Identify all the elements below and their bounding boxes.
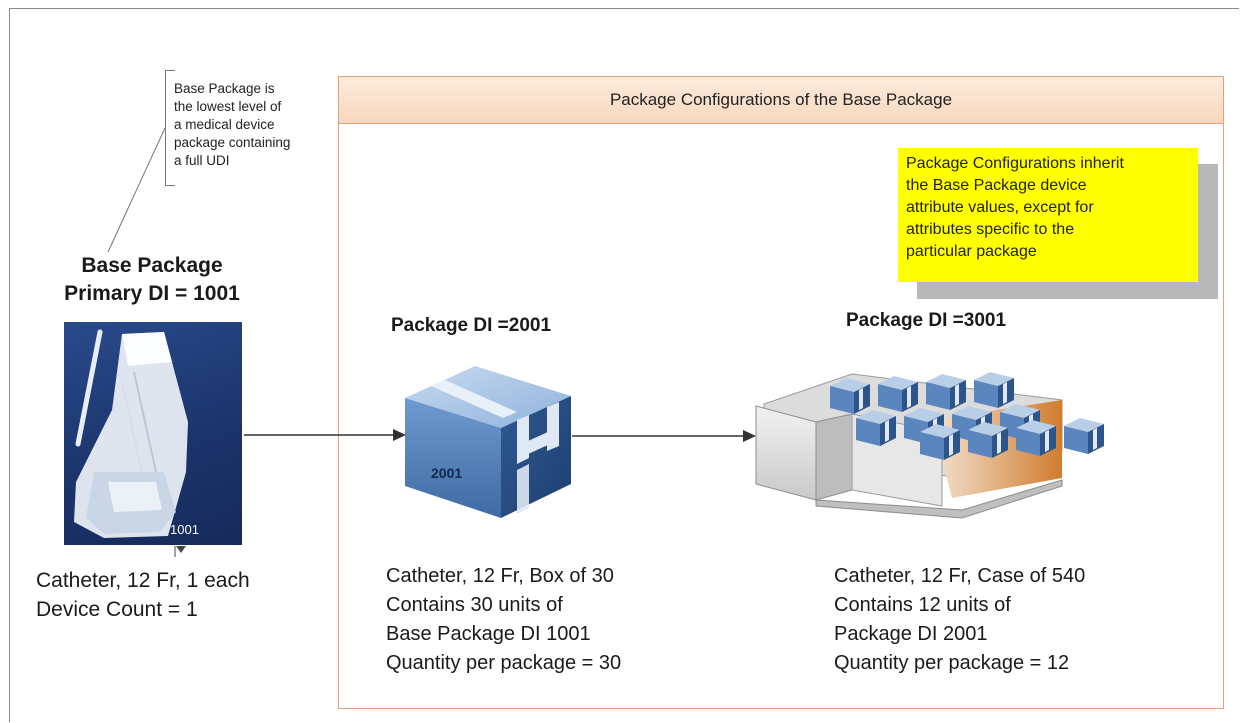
desc-line: Base Package DI 1001: [386, 623, 591, 645]
case-small-box: [878, 376, 918, 412]
desc-line: Catheter, 12 Fr, Case of 540: [834, 565, 1086, 587]
base-package-photo-label: 1001: [170, 522, 199, 537]
note-line: Package Configurations inherit: [906, 155, 1124, 172]
note-line: Base Package is: [174, 81, 275, 96]
desc-line: Contains 30 units of: [386, 594, 563, 616]
desc-line: Package DI 2001: [834, 623, 988, 645]
note-line: package containing: [174, 135, 291, 150]
package-3001-title: Package DI =3001: [846, 310, 1007, 331]
desc-line: Quantity per package = 30: [386, 652, 622, 674]
case-small-box: [1016, 420, 1056, 456]
box-2001-label: 2001: [431, 465, 462, 481]
desc-line: Catheter, 12 Fr, 1 each: [36, 569, 250, 592]
note-leader-line: [107, 127, 166, 253]
base-primary-di: Primary DI = 1001: [64, 282, 240, 305]
note-line: a full UDI: [174, 153, 230, 168]
case-3001-boxes: [830, 372, 1104, 460]
note-line: attributes specific to the: [906, 221, 1075, 238]
note-line: the lowest level of: [174, 99, 282, 114]
package-2001-title: Package DI =2001: [391, 315, 552, 336]
note-line: particular package: [906, 243, 1037, 260]
base-package-description: Catheter, 12 Fr, 1 each Device Count = 1: [36, 566, 250, 624]
inheritance-note: Package Configurations inherit the Base …: [898, 148, 1198, 282]
note-bracket: [165, 70, 175, 186]
base-package-title: Base Package Primary DI = 1001: [52, 252, 252, 308]
flow-arrows: [244, 429, 756, 442]
package-3001-description: Catheter, 12 Fr, Case of 540 Contains 12…: [834, 562, 1085, 678]
note-line: the Base Package device: [906, 177, 1087, 194]
note-line: a medical device: [174, 117, 275, 132]
case-small-box: [856, 410, 896, 446]
case-small-box: [1064, 418, 1104, 454]
base-title-line: Base Package: [81, 254, 223, 277]
package-2001-description: Catheter, 12 Fr, Box of 30 Contains 30 u…: [386, 562, 621, 678]
photo-pointer-arrow: [174, 546, 186, 557]
case-small-box: [926, 374, 966, 410]
catheter-package-illustration: [74, 329, 188, 538]
desc-line: Catheter, 12 Fr, Box of 30: [386, 565, 614, 587]
case-small-box: [968, 422, 1008, 458]
desc-line: Device Count = 1: [36, 598, 198, 621]
diagram-frame: [9, 8, 1239, 722]
case-small-box: [830, 378, 870, 414]
arrowhead-2001-to-3001: [743, 430, 756, 442]
desc-line: Contains 12 units of: [834, 594, 1011, 616]
package-configurations-header: Package Configurations of the Base Packa…: [339, 77, 1223, 124]
box-2001-icon: 2001: [405, 366, 571, 518]
desc-line: Quantity per package = 12: [834, 652, 1070, 674]
case-small-box: [974, 372, 1014, 408]
arrowhead-base-to-2001: [393, 429, 406, 441]
case-small-box: [920, 424, 960, 460]
note-line: attribute values, except for: [906, 199, 1094, 216]
base-package-note: Base Package is the lowest level of a me…: [174, 80, 324, 170]
catheter-package-photo: 1001: [64, 322, 242, 545]
